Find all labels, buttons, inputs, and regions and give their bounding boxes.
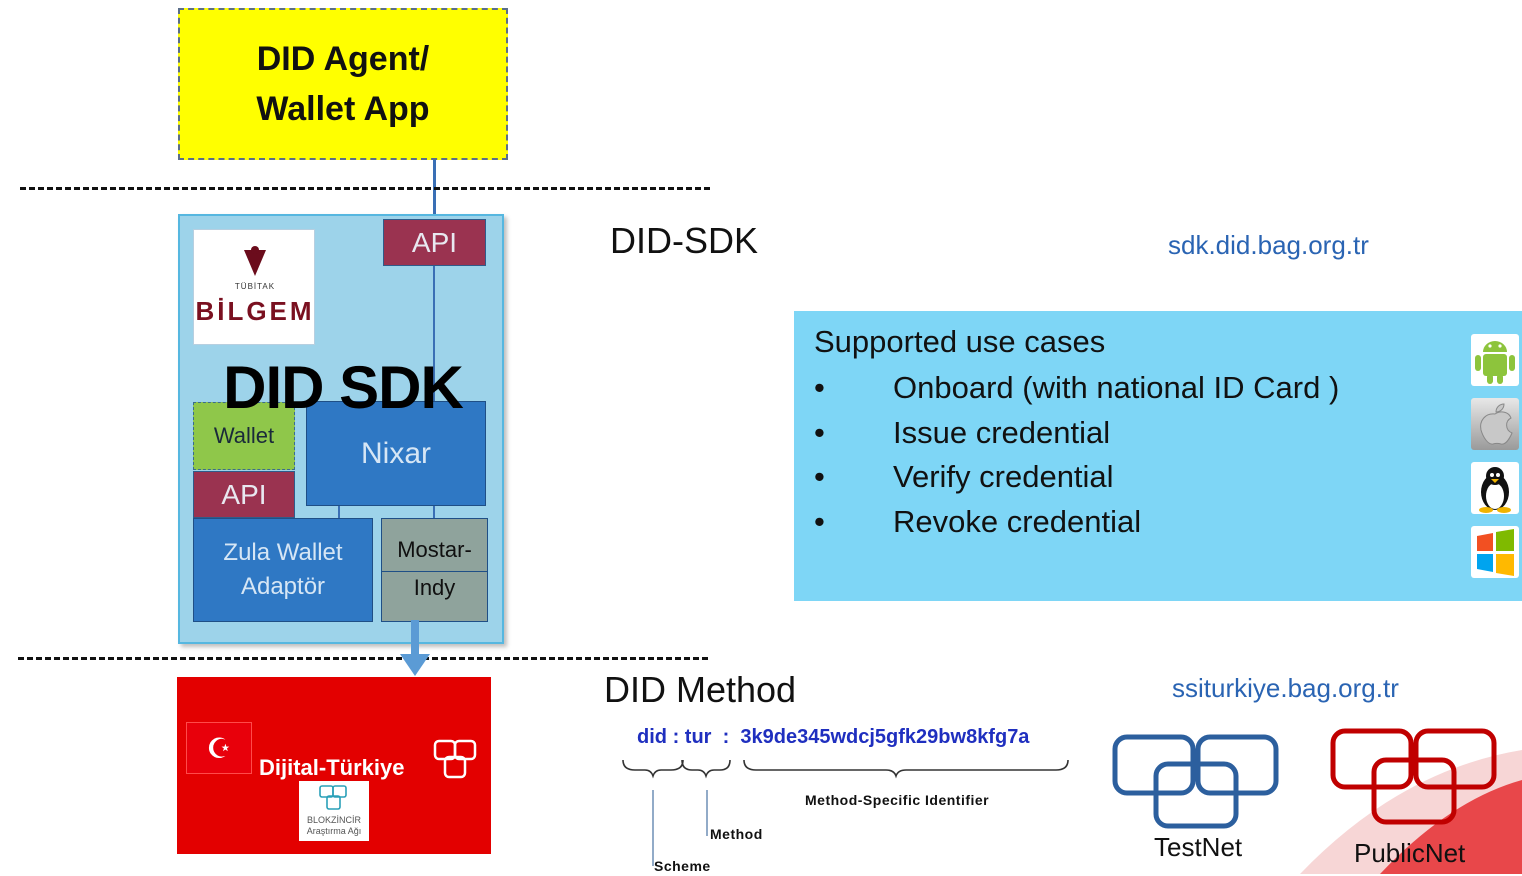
android-icon	[1471, 334, 1519, 386]
down-arrow-icon	[400, 620, 430, 676]
did-sdk-label: DID-SDK	[610, 220, 759, 261]
separator-top	[20, 187, 710, 190]
bilgem-logo: TÜBİTAK BİLGEM	[193, 229, 315, 345]
did-method: tur	[684, 726, 712, 748]
did-method-label: DID Method	[604, 669, 797, 710]
did-sep-1: :	[672, 726, 680, 748]
use-cases-box	[794, 311, 1522, 601]
decorative-swoosh	[1300, 750, 1522, 874]
publicnet-label: PublicNet	[1354, 838, 1466, 868]
agent-line-2: Wallet App	[256, 90, 430, 128]
api-connector	[433, 266, 435, 401]
mostar-line-1: Mostar-	[397, 537, 472, 562]
api-top-box: API	[383, 219, 486, 266]
zula-wallet-box: Zula Wallet Adaptör	[193, 518, 373, 622]
dijital-turkiye-box: ☪ Dijital-Türkiye BLOKZİNCİR Araştırma A…	[177, 677, 491, 854]
mostar-indy-box: Mostar- Indy	[381, 518, 488, 622]
agent-wallet-box: DID Agent/ Wallet App	[178, 8, 508, 160]
turkey-flag-icon: ☪	[186, 722, 252, 774]
blockchain-logo-icon	[433, 739, 477, 779]
bullet-3: •	[814, 459, 825, 494]
sdk-url[interactable]: sdk.did.bag.org.tr	[1168, 230, 1369, 260]
sdk-title: DID SDK	[223, 353, 464, 421]
tubitak-emblem-icon	[244, 246, 266, 276]
blokzincir-line-1: BLOKZİNCİR	[306, 815, 361, 825]
bullet-2: •	[814, 415, 825, 450]
use-case-item: Verify credential	[893, 459, 1114, 494]
dijital-name: Dijital-Türkiye	[259, 755, 405, 780]
publicnet-logo-icon	[1330, 728, 1497, 825]
bullet-1: •	[814, 370, 825, 405]
identifier-label: Method-Specific Identifier	[805, 792, 990, 808]
bullet-4: •	[814, 504, 825, 539]
did-scheme: did	[637, 726, 667, 748]
use-case-item: Revoke credential	[893, 504, 1142, 539]
use-cases-title: Supported use cases	[814, 324, 1106, 359]
windows-icon	[1471, 526, 1519, 578]
did-syntax-row: did : tur : 3k9de345wdcj5gfk29bw8kfg7a	[637, 726, 1029, 749]
did-identifier: 3k9de345wdcj5gfk29bw8kfg7a	[740, 726, 1030, 748]
blokzincir-logo: BLOKZİNCİR Araştırma Ağı	[299, 781, 369, 841]
logo-big-text: BİLGEM	[195, 296, 315, 326]
did-sep-2: :	[722, 726, 730, 748]
use-case-item: Issue credential	[893, 415, 1111, 450]
wallet-box: Wallet	[193, 402, 295, 470]
blokzincir-line-2: Araştırma Ağı	[306, 826, 362, 836]
zula-line-2: Adaptör	[240, 573, 326, 600]
testnet-label: TestNet	[1154, 832, 1243, 862]
separator-bottom	[18, 657, 708, 660]
blokzincir-icon	[319, 785, 347, 810]
scheme-label: Scheme	[654, 858, 711, 874]
zula-line-1: Zula Wallet	[223, 539, 343, 566]
method-url[interactable]: ssiturkiye.bag.org.tr	[1172, 673, 1399, 703]
api-left-box: API	[193, 471, 295, 518]
nixar-mostar-connector	[433, 506, 435, 520]
mostar-divider	[382, 571, 487, 572]
method-syntax-label: Method	[710, 826, 763, 842]
apple-icon	[1471, 398, 1519, 450]
testnet-logo-icon	[1112, 734, 1279, 829]
linux-icon	[1471, 462, 1519, 514]
nixar-connector	[338, 506, 340, 520]
nixar-box: Nixar	[306, 401, 486, 506]
use-case-item: Onboard (with national ID Card )	[893, 370, 1340, 405]
did-braces	[622, 759, 1069, 866]
agent-connector	[433, 160, 436, 220]
mostar-line-2: Indy	[413, 575, 456, 600]
logo-small-text: TÜBİTAK	[234, 282, 276, 291]
agent-line-1: DID Agent/	[256, 40, 430, 78]
